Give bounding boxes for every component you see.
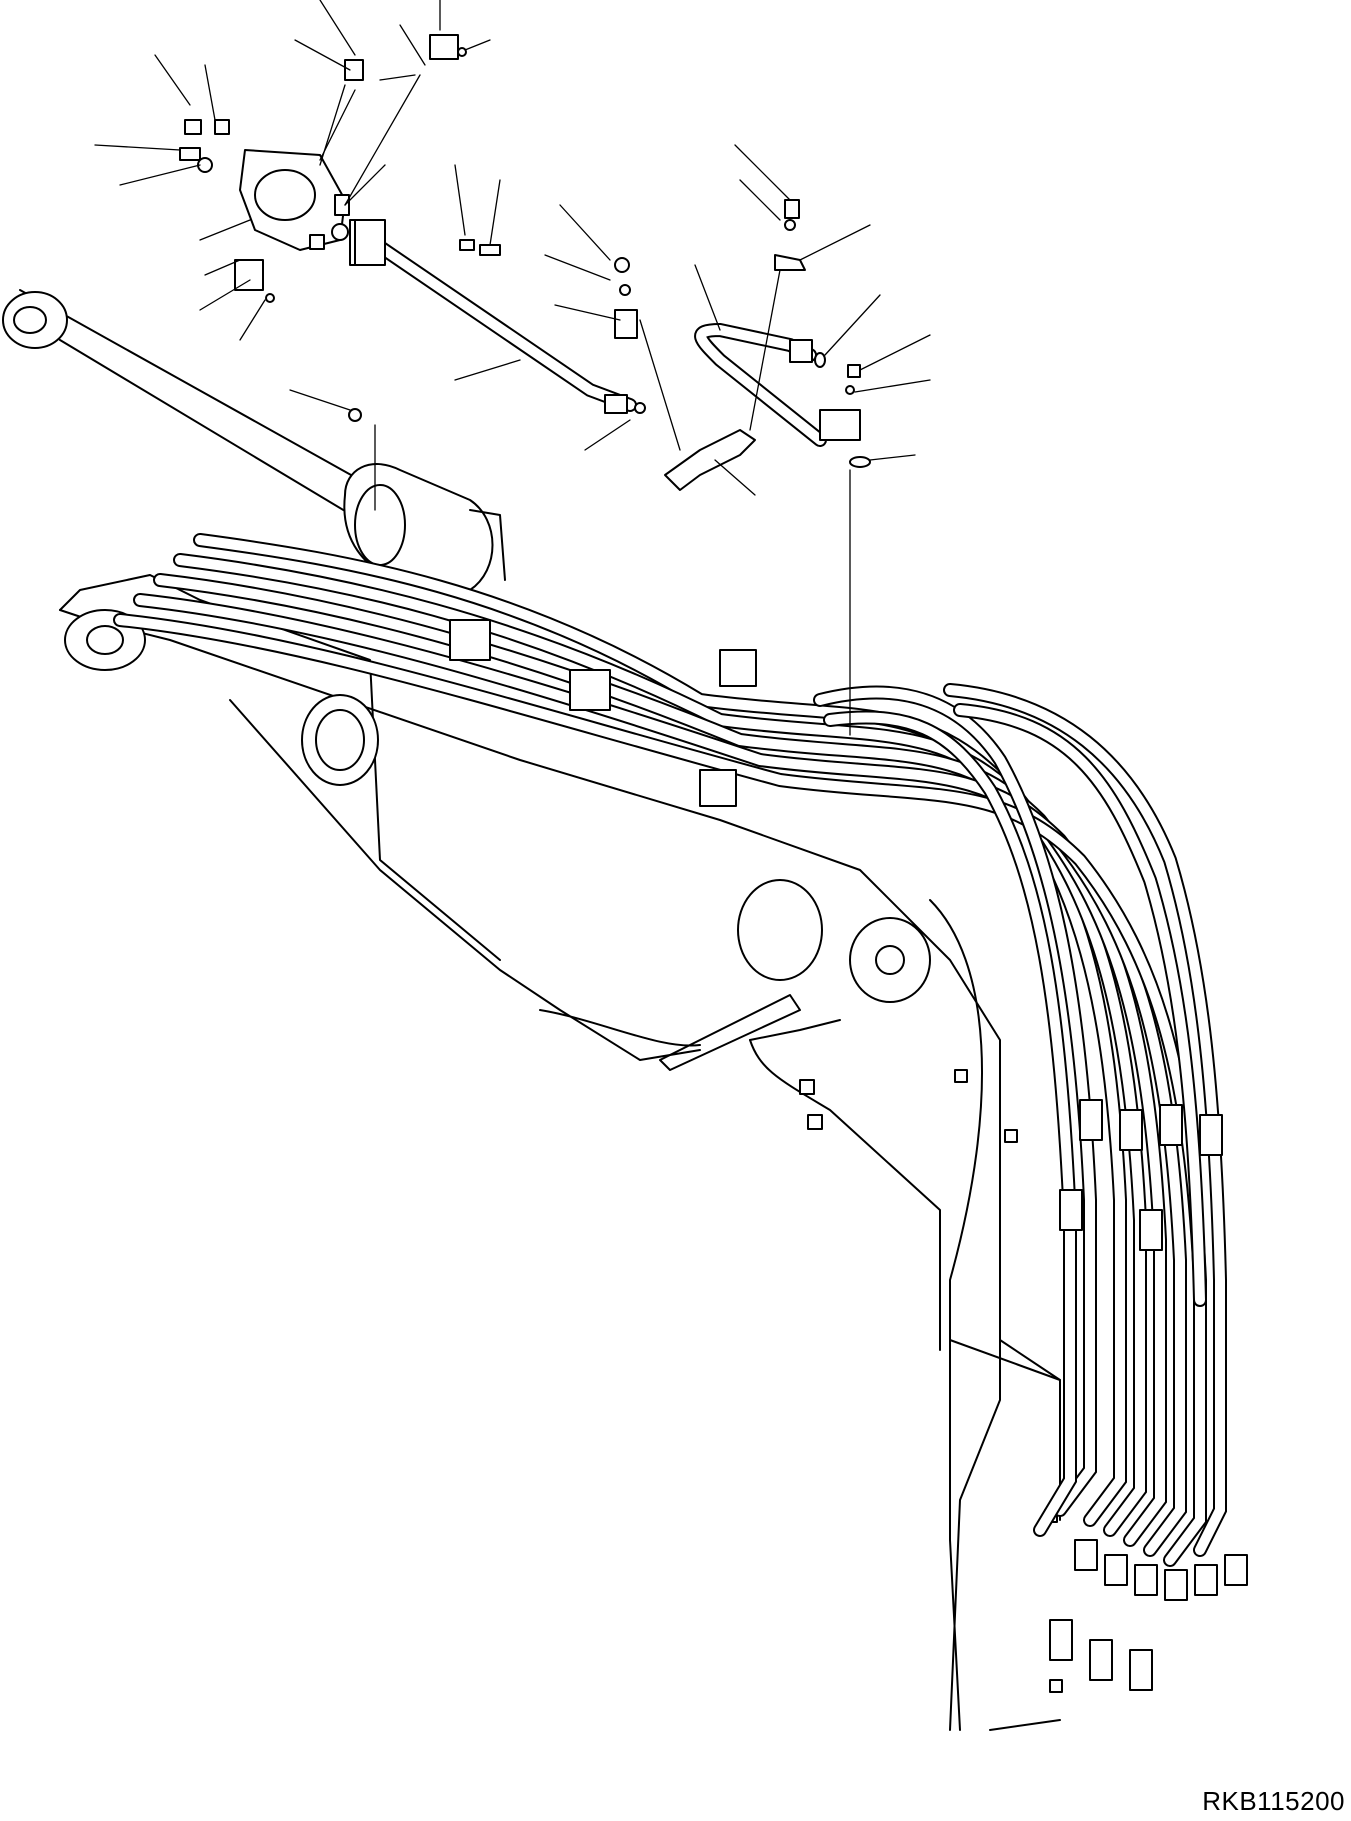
callout-leader-lines (94, 0, 931, 736)
pipe-assembly-1 (354, 219, 646, 414)
block-assembly (179, 34, 467, 303)
pipe-assembly-2 (348, 199, 871, 491)
arm-cylinder (2, 289, 506, 591)
boom-structure (59, 574, 1063, 1731)
drawing-reference-code: RKB115200 (1202, 1786, 1345, 1816)
hose-bundle (113, 533, 1248, 1691)
